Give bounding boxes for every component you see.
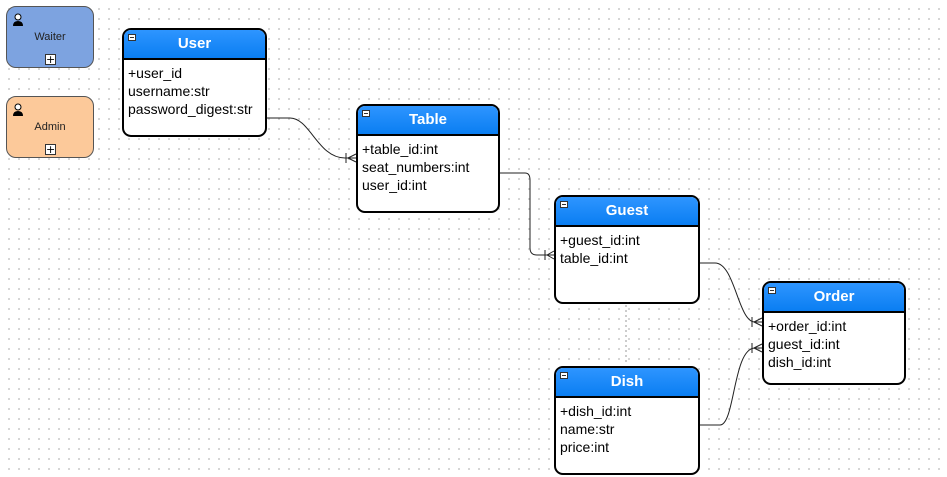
actor-admin[interactable]: Admin + [6, 96, 94, 158]
relation-guest-order[interactable] [699, 262, 762, 323]
expand-button[interactable]: + [45, 53, 56, 66]
entity-header: Table [358, 106, 498, 136]
entity-fields: +dish_id:int name:str price:int [556, 398, 698, 456]
field: name:str [560, 421, 615, 437]
collapse-button[interactable] [560, 201, 568, 208]
collapse-button[interactable] [768, 287, 776, 294]
collapse-button[interactable] [560, 372, 568, 379]
field: table_id:int [560, 250, 628, 266]
crowfoot-order-marker-2 [751, 343, 763, 353]
field: guest_id:int [768, 336, 840, 352]
field: +dish_id:int [560, 403, 632, 419]
field: username:str [128, 83, 210, 99]
crowfoot-order-marker-1 [751, 317, 763, 327]
field: price:int [560, 439, 610, 455]
relation-table-guest[interactable] [498, 172, 554, 256]
entity-title: Order [813, 288, 855, 305]
field: +order_id:int [768, 318, 847, 334]
entity-fields: +user_id username:str password_digest:st… [124, 60, 265, 118]
entity-order[interactable]: Order +order_id:int guest_id:int dish_id… [762, 281, 906, 385]
field: +user_id [128, 65, 183, 81]
relation-dish-order[interactable] [699, 347, 762, 426]
entity-header: Order [764, 283, 904, 313]
entity-fields: +order_id:int guest_id:int dish_id:int [764, 313, 904, 371]
entity-guest[interactable]: Guest +guest_id:int table_id:int [554, 195, 700, 304]
entity-title: User [177, 35, 212, 52]
collapse-button[interactable] [362, 110, 370, 117]
crowfoot-table-marker [345, 153, 357, 163]
entity-title: Table [408, 111, 448, 128]
field: seat_numbers:int [362, 159, 470, 175]
entity-title: Dish [610, 373, 644, 390]
field: password_digest:str [128, 101, 253, 117]
expand-button[interactable]: + [45, 143, 56, 156]
entity-header: Dish [556, 368, 698, 398]
entity-fields: +guest_id:int table_id:int [556, 227, 698, 267]
entity-user[interactable]: User +user_id username:str password_dige… [122, 28, 267, 137]
entity-dish[interactable]: Dish +dish_id:int name:str price:int [554, 366, 700, 475]
entity-header: Guest [556, 197, 698, 227]
actor-label: Admin [34, 121, 66, 133]
entity-fields: +table_id:int seat_numbers:int user_id:i… [358, 136, 498, 194]
field: +guest_id:int [560, 232, 640, 248]
person-icon [13, 103, 23, 116]
field: dish_id:int [768, 354, 832, 370]
relation-user-table[interactable] [265, 117, 356, 159]
field: user_id:int [362, 177, 427, 193]
crowfoot-guest-marker [544, 250, 555, 260]
entity-title: Guest [605, 202, 649, 219]
person-icon [13, 13, 23, 26]
entity-table[interactable]: Table +table_id:int seat_numbers:int use… [356, 104, 500, 213]
field: +table_id:int [362, 141, 438, 157]
actor-label: Waiter [34, 31, 66, 43]
collapse-button[interactable] [128, 34, 136, 41]
entity-header: User [124, 30, 265, 60]
actor-waiter[interactable]: Waiter + [6, 6, 94, 68]
